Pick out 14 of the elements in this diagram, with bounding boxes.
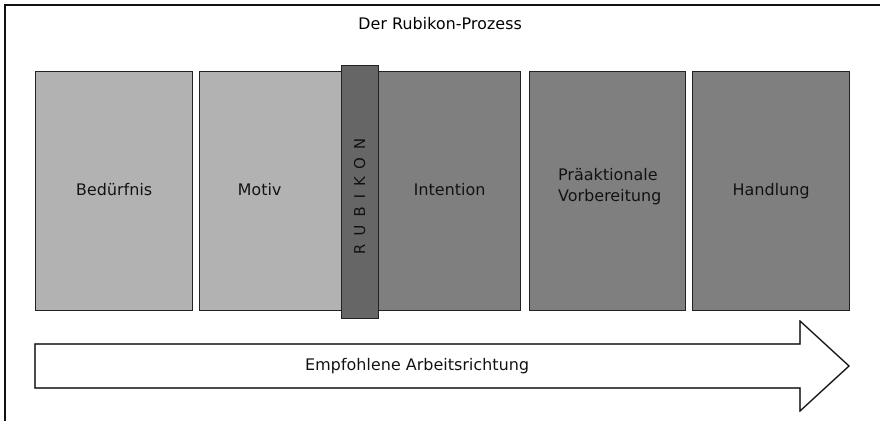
phase-label: Motiv [236, 179, 282, 200]
phase-box [199, 71, 342, 311]
phase-box [692, 71, 850, 311]
arrow-label: Empfohlene Arbeitsrichtung [304, 355, 530, 374]
title: Der Rubikon-Prozess [357, 14, 523, 33]
phase-box [378, 71, 521, 311]
phase-label: Präaktionale Vorbereitung [557, 164, 662, 206]
phase-label: Bedürfnis [74, 179, 154, 200]
rubikon-bar [341, 65, 379, 319]
phase-label: Intention [412, 179, 486, 200]
rubikon-label: RUBIKON [351, 130, 369, 254]
phase-box [529, 71, 686, 311]
phase-box [35, 71, 193, 311]
phase-label: Handlung [731, 179, 810, 200]
